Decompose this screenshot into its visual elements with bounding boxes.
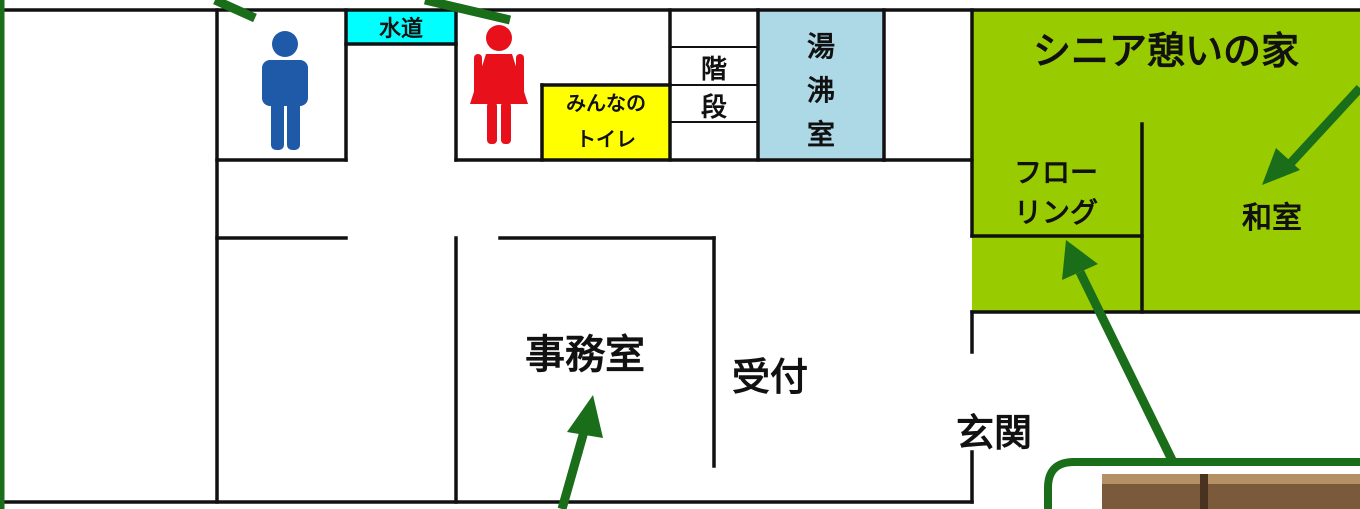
everyone-toilet-label-line1: みんなの (566, 91, 646, 115)
water-label: 水道 (379, 16, 423, 42)
arrow-to-washitsu (1284, 84, 1360, 170)
arrow-to-male-restroom (213, 0, 257, 23)
arrow-to-flooring (1075, 270, 1177, 462)
everyone-toilet-label-line2: トイレ (576, 127, 636, 151)
arrowhead-flooring (1062, 240, 1098, 280)
boiler-room-label-line3: 室 (807, 118, 835, 151)
stair-treads (670, 46, 758, 123)
flooring-label-line1: フロー (1014, 156, 1098, 189)
water-room-fill (346, 10, 456, 44)
arrowhead-office (567, 395, 603, 438)
photo-frame (1044, 458, 1360, 509)
entrance-label: 玄関 (956, 411, 1032, 455)
arrow-to-female-restroom (423, 0, 512, 25)
arrow-to-office (557, 426, 590, 509)
washitsu-label: 和室 (1242, 201, 1302, 236)
female-restroom-icon (470, 25, 528, 144)
stairs-label-line2: 段 (701, 92, 727, 123)
walls (0, 8, 1360, 504)
everyone-toilet-fill (542, 85, 670, 159)
office-label: 事務室 (525, 332, 645, 378)
stairs-label-line1: 階 (701, 55, 727, 85)
arrowhead-washitsu (1262, 148, 1300, 185)
senior-house-title: シニア憩いの家 (1033, 29, 1299, 73)
boiler-room-label-line1: 湯 (807, 30, 835, 63)
reception-label: 受付 (732, 355, 808, 399)
boiler-room-fill (758, 10, 884, 159)
flooring-label-line2: リング (1014, 196, 1098, 229)
male-restroom-icon (262, 31, 308, 150)
boiler-room-label-line2: 沸 (807, 74, 835, 107)
